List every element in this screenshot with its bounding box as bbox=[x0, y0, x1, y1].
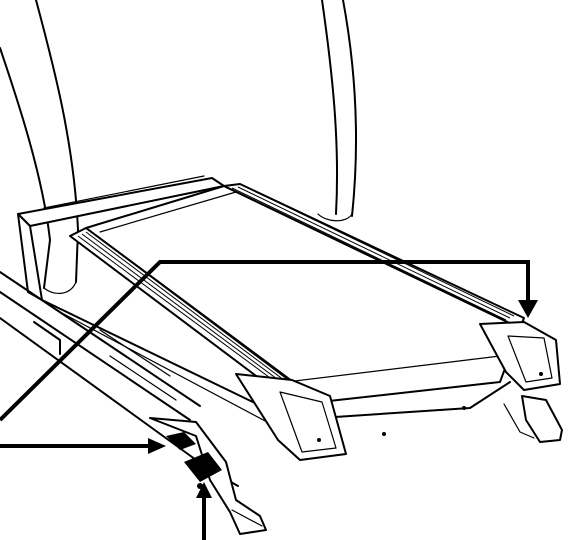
left-upright bbox=[0, 0, 79, 294]
arrow-to-right-endcap-line bbox=[0, 260, 530, 422]
arrow-to-left-decal-head bbox=[148, 438, 166, 454]
rear-right-endcap bbox=[479, 321, 561, 391]
decal-left bbox=[166, 432, 196, 450]
left-tread-strips bbox=[77, 230, 313, 401]
callout-arrows bbox=[0, 260, 538, 540]
treadmill-deck bbox=[17, 175, 525, 436]
rear-left-endcap bbox=[235, 373, 347, 461]
arrow-to-base-bolt-head bbox=[196, 482, 212, 498]
arrow-to-right-endcap-head bbox=[518, 300, 538, 318]
right-upright bbox=[317, 0, 358, 222]
frame-decals bbox=[166, 432, 222, 489]
decal-right bbox=[184, 452, 222, 482]
right-tread-strips bbox=[231, 185, 515, 321]
